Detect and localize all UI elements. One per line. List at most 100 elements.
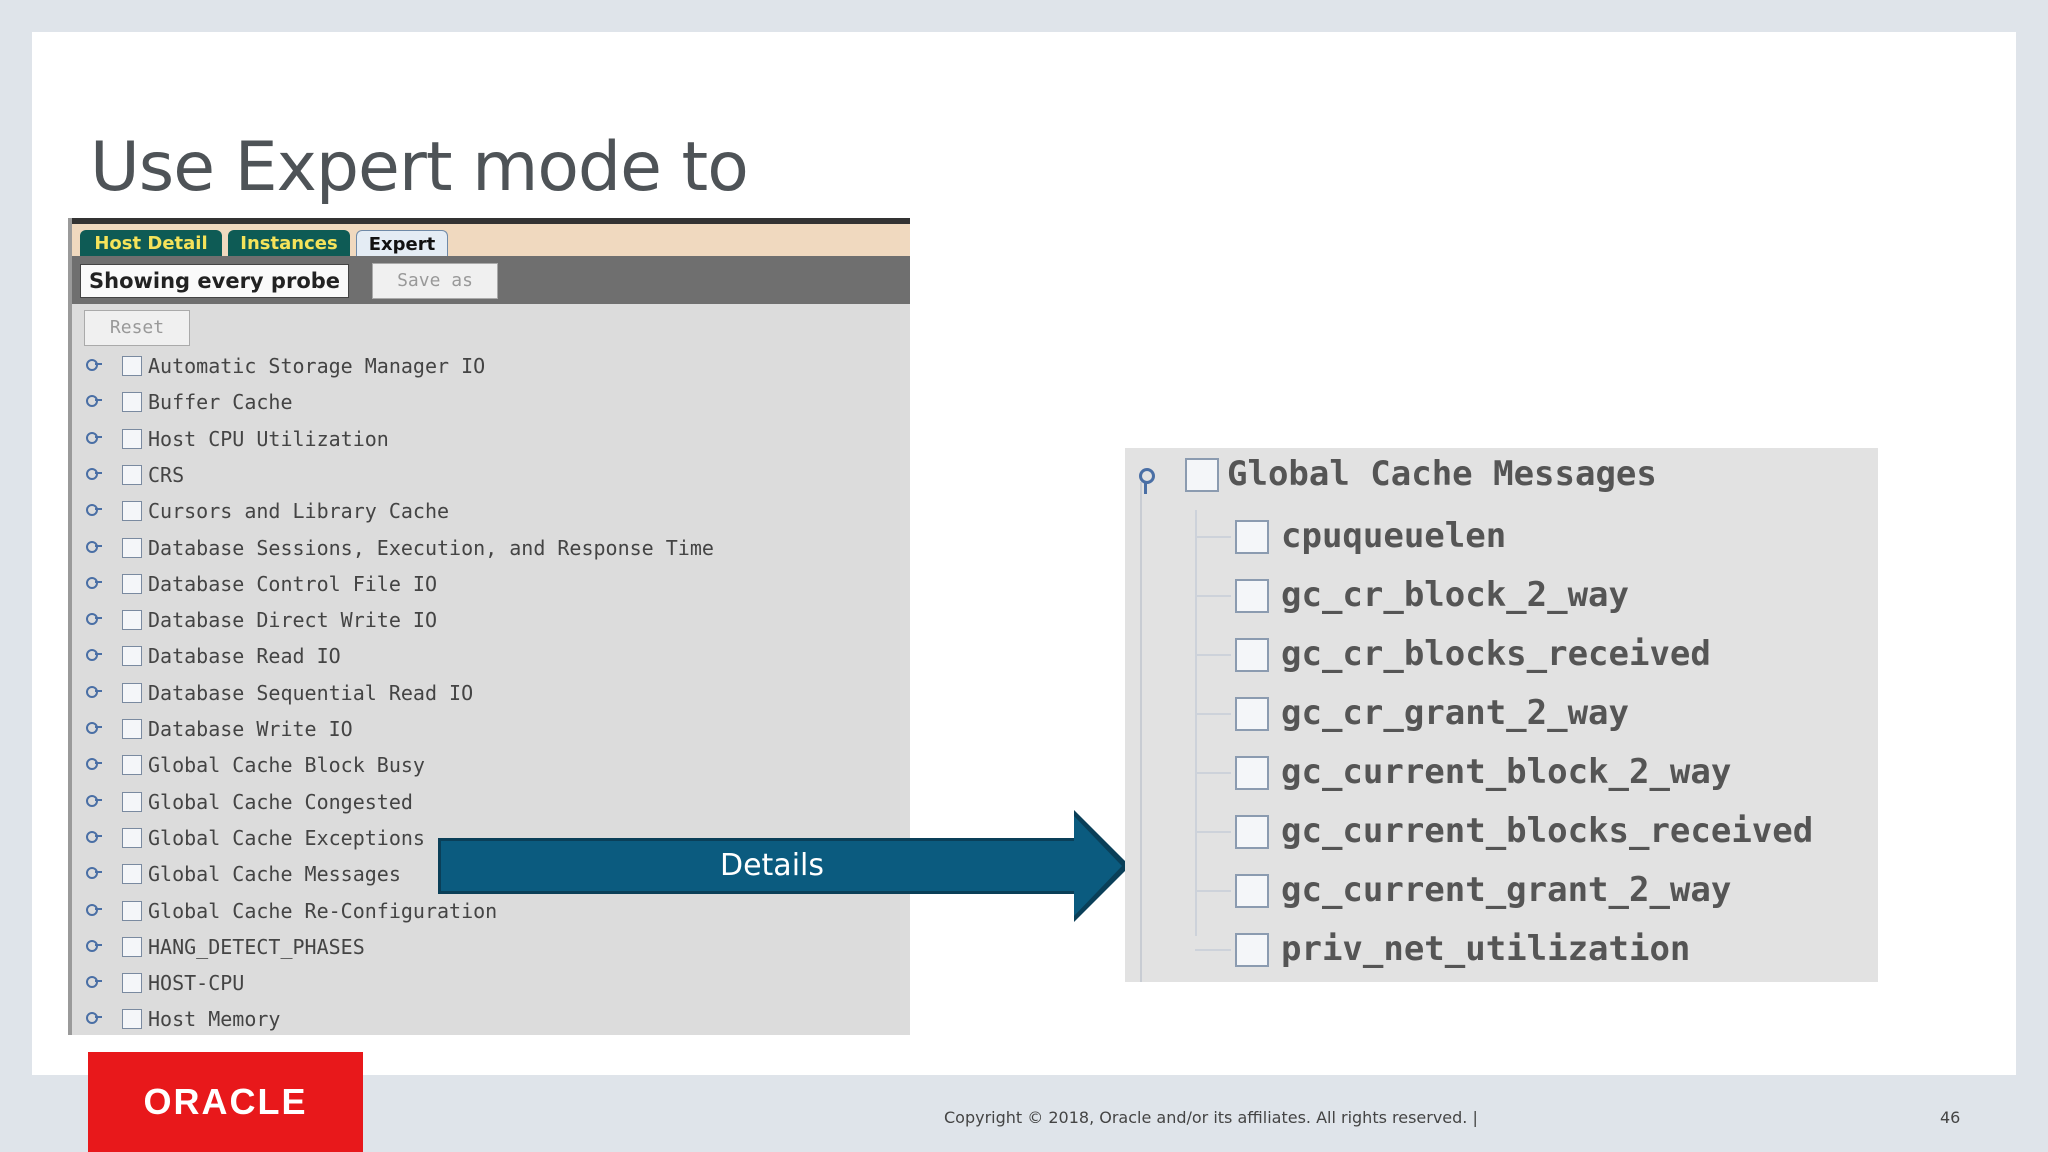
collapsed-key-icon[interactable] <box>86 648 102 662</box>
child-label: gc_cr_blocks_received <box>1281 634 1711 674</box>
collapsed-key-icon[interactable] <box>86 685 102 699</box>
detail-child-row[interactable]: priv_net_utilization <box>1125 925 1878 975</box>
probe-checkbox[interactable] <box>122 864 142 885</box>
probe-row[interactable]: HOST-CPU <box>72 965 910 1001</box>
probe-row[interactable]: CRS <box>72 457 910 493</box>
child-checkbox[interactable] <box>1235 933 1269 967</box>
detail-child-row[interactable]: gc_cr_grant_2_way <box>1125 689 1878 739</box>
probe-row[interactable]: Buffer Cache <box>72 384 910 420</box>
child-checkbox[interactable] <box>1235 638 1269 672</box>
child-checkbox[interactable] <box>1235 697 1269 731</box>
detail-child-row[interactable]: gc_cr_block_2_way <box>1125 571 1878 621</box>
reset-button[interactable]: Reset <box>84 310 190 346</box>
probe-checkbox[interactable] <box>122 791 142 812</box>
collapsed-key-icon[interactable] <box>86 1011 102 1025</box>
root-checkbox[interactable] <box>1185 458 1219 492</box>
detail-child-row[interactable]: gc_current_grant_2_way <box>1125 866 1878 916</box>
tab-bar: Host Detail Instances Expert <box>72 218 910 258</box>
collapsed-key-icon[interactable] <box>86 503 102 517</box>
probe-row[interactable]: Database Sequential Read IO <box>72 675 910 711</box>
tree-branch <box>1195 654 1231 656</box>
collapsed-key-icon[interactable] <box>86 576 102 590</box>
tree-branch <box>1195 890 1231 892</box>
child-checkbox[interactable] <box>1235 874 1269 908</box>
collapsed-key-icon[interactable] <box>86 903 102 917</box>
collapsed-key-icon[interactable] <box>86 431 102 445</box>
toolbar: Showing every probe Save as <box>72 256 910 304</box>
probe-checkbox[interactable] <box>122 682 142 703</box>
probe-checkbox[interactable] <box>122 1009 142 1030</box>
slide-title: Use Expert mode to <box>90 128 749 207</box>
details-arrow-label: Details <box>719 848 824 883</box>
child-checkbox[interactable] <box>1235 756 1269 790</box>
collapsed-key-icon[interactable] <box>86 612 102 626</box>
collapsed-key-icon[interactable] <box>86 757 102 771</box>
collapsed-key-icon[interactable] <box>86 866 102 880</box>
probe-label: Global Cache Block Busy <box>148 753 425 778</box>
detail-child-row[interactable]: gc_current_block_2_way <box>1125 748 1878 798</box>
probe-row[interactable]: HANG_DETECT_PHASES <box>72 929 910 965</box>
probe-row[interactable]: Global Cache Re-Configuration <box>72 893 910 929</box>
collapsed-key-icon[interactable] <box>86 540 102 554</box>
page-number: 46 <box>1940 1108 1961 1127</box>
child-checkbox[interactable] <box>1235 579 1269 613</box>
probe-row[interactable]: Database Control File IO <box>72 566 910 602</box>
probe-checkbox[interactable] <box>122 356 142 376</box>
probe-row[interactable]: Database Direct Write IO <box>72 602 910 638</box>
tab-host-detail[interactable]: Host Detail <box>80 230 222 258</box>
probe-checkbox[interactable] <box>122 610 142 631</box>
save-as-button[interactable]: Save as <box>372 263 498 299</box>
probe-label: Database Sessions, Execution, and Respon… <box>148 535 714 560</box>
probe-row[interactable]: Database Sessions, Execution, and Respon… <box>72 530 910 566</box>
probe-checkbox[interactable] <box>122 646 142 667</box>
tab-expert[interactable]: Expert <box>356 230 448 258</box>
tree-branch <box>1195 831 1231 833</box>
probe-row[interactable]: Global Cache Exceptions <box>72 820 910 856</box>
expanded-key-icon[interactable] <box>1137 468 1157 498</box>
probe-label: Buffer Cache <box>148 390 293 415</box>
probe-checkbox[interactable] <box>122 392 142 413</box>
tree-branch-line <box>1195 510 1197 936</box>
probe-panel: Host Detail Instances Expert Showing eve… <box>68 218 910 1035</box>
probe-row[interactable]: Global Cache Block Busy <box>72 747 910 783</box>
probe-row[interactable]: Host Memory <box>72 1001 910 1035</box>
tab-instances[interactable]: Instances <box>228 230 350 258</box>
probe-checkbox[interactable] <box>122 973 142 994</box>
tree-branch <box>1195 595 1231 597</box>
probe-row[interactable]: Database Write IO <box>72 711 910 747</box>
probe-checkbox[interactable] <box>122 719 142 739</box>
collapsed-key-icon[interactable] <box>86 467 102 481</box>
collapsed-key-icon[interactable] <box>86 794 102 808</box>
detail-child-row[interactable]: cpuqueuelen <box>1125 512 1878 562</box>
probe-checkbox[interactable] <box>122 755 142 776</box>
probe-checkbox[interactable] <box>122 537 142 558</box>
probe-checkbox[interactable] <box>122 936 142 957</box>
collapsed-key-icon[interactable] <box>86 358 102 372</box>
probe-row[interactable]: Global Cache Congested <box>72 784 910 820</box>
probe-filter-select[interactable]: Showing every probe <box>80 264 350 298</box>
child-checkbox[interactable] <box>1235 520 1269 554</box>
collapsed-key-icon[interactable] <box>86 939 102 953</box>
probe-row[interactable]: Host CPU Utilization <box>72 421 910 457</box>
probe-checkbox[interactable] <box>122 827 142 848</box>
collapsed-key-icon[interactable] <box>86 830 102 844</box>
probe-checkbox[interactable] <box>122 501 142 522</box>
probe-checkbox[interactable] <box>122 464 142 485</box>
probe-row[interactable]: Database Read IO <box>72 638 910 674</box>
probe-row[interactable]: Global Cache Messages <box>72 856 910 892</box>
detail-child-row[interactable]: gc_cr_blocks_received <box>1125 630 1878 680</box>
collapsed-key-icon[interactable] <box>86 721 102 735</box>
probe-row[interactable]: Cursors and Library Cache <box>72 493 910 529</box>
probe-checkbox[interactable] <box>122 428 142 449</box>
collapsed-key-icon[interactable] <box>86 394 102 408</box>
child-checkbox[interactable] <box>1235 815 1269 849</box>
probe-row[interactable]: Automatic Storage Manager IO <box>72 348 910 384</box>
collapsed-key-icon[interactable] <box>86 975 102 989</box>
probe-label: HANG_DETECT_PHASES <box>148 934 365 959</box>
probe-label: Automatic Storage Manager IO <box>148 354 486 378</box>
detail-child-row[interactable]: gc_current_blocks_received <box>1125 807 1878 857</box>
probe-checkbox[interactable] <box>122 573 142 594</box>
probe-checkbox[interactable] <box>122 900 142 921</box>
tree-branch <box>1195 713 1231 715</box>
